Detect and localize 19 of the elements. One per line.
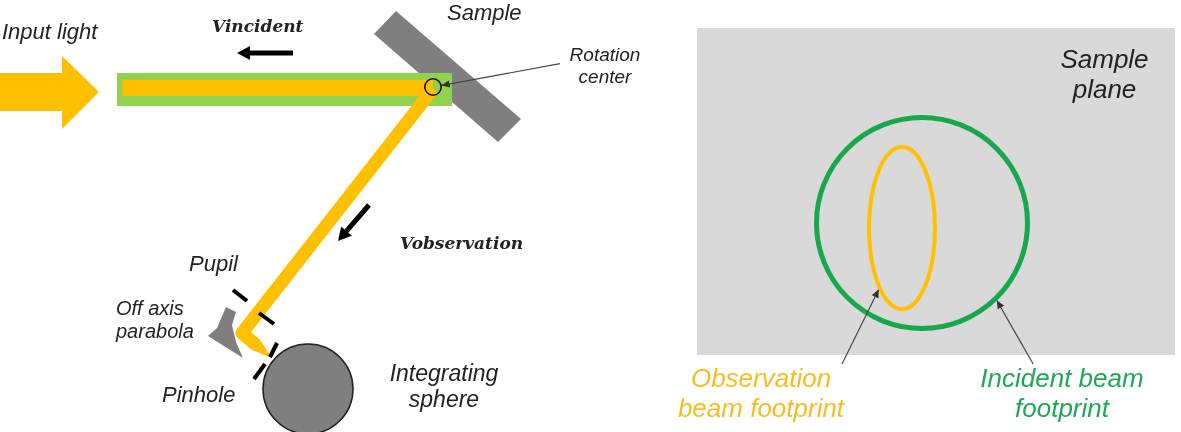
leader-line [841, 289, 880, 365]
part-label: Integrating sphere [388, 360, 500, 413]
panel-title: Sample plane [1059, 45, 1150, 105]
footprint-ring [814, 115, 1030, 331]
part-label: Off axis parabola [116, 297, 195, 343]
part-label: Sample [447, 0, 522, 26]
callout-label: Observation beam footprint [671, 364, 851, 424]
leader-line [996, 300, 1034, 365]
leader-line [441, 63, 561, 88]
ring-icon [424, 78, 442, 96]
part-label: Pupil [189, 251, 238, 277]
part-label: Pinhole [162, 382, 236, 408]
callout-label: Incident beam footprint [972, 364, 1152, 424]
vector-label: Vincident [212, 17, 304, 37]
beam-label: Input light [2, 19, 98, 45]
sample-plane-panel [697, 28, 1175, 355]
callout-label: Rotation center [560, 44, 650, 88]
footprint-ellipse [867, 145, 937, 311]
vector-label: Vobservation [400, 234, 524, 254]
